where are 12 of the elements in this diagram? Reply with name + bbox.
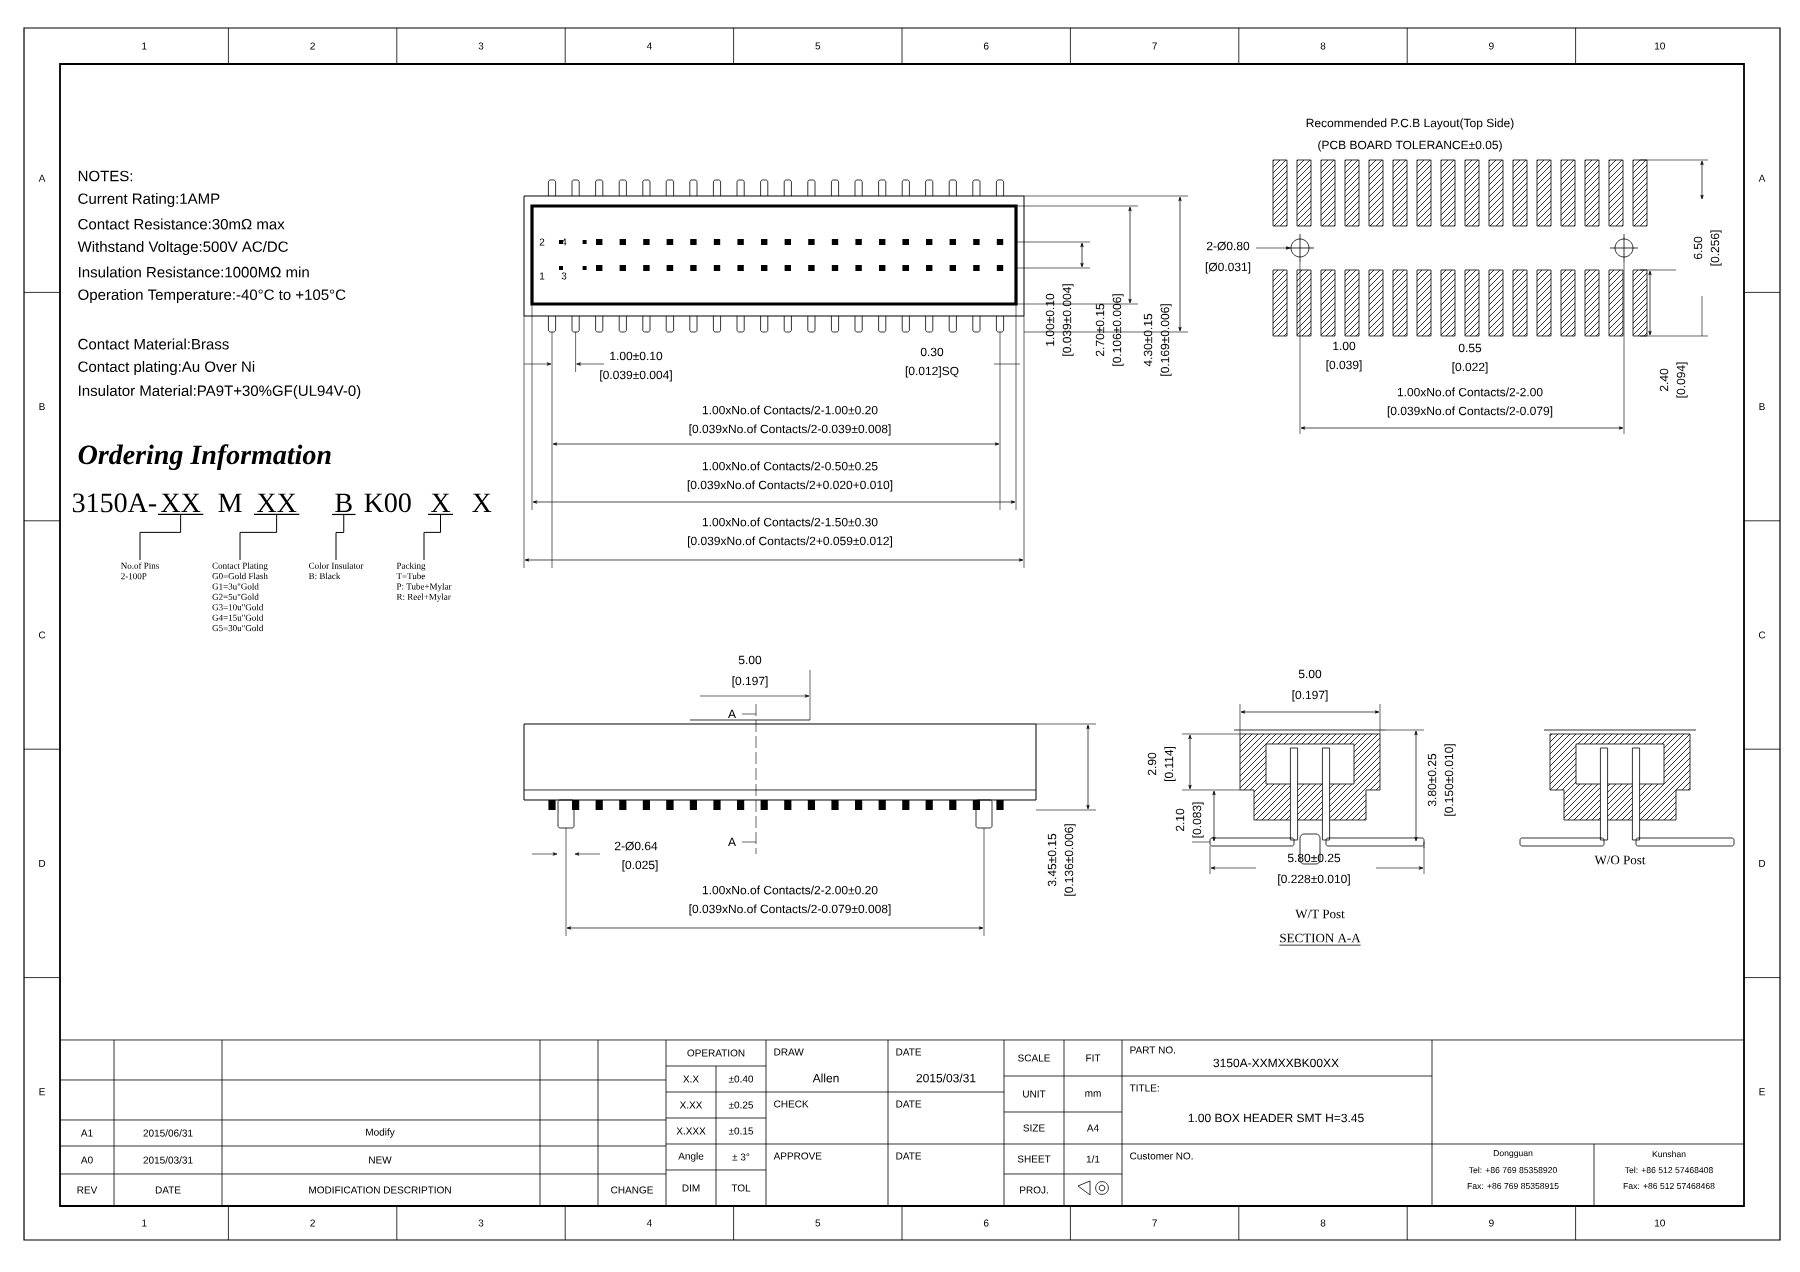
part-code-field: XX (157, 493, 204, 515)
part-code: 3150A- (72, 493, 157, 513)
part-code: M (218, 493, 242, 512)
section-heading: Ordering Information (78, 444, 331, 470)
leader-line (139, 513, 182, 561)
part-code-field: X (427, 493, 454, 515)
leader-line (423, 513, 441, 561)
part-code-field: B (331, 493, 357, 516)
leader-line (239, 513, 278, 561)
part-code-field: XX (253, 493, 300, 515)
leader-line (335, 513, 345, 561)
part-code: K00 (364, 493, 411, 513)
